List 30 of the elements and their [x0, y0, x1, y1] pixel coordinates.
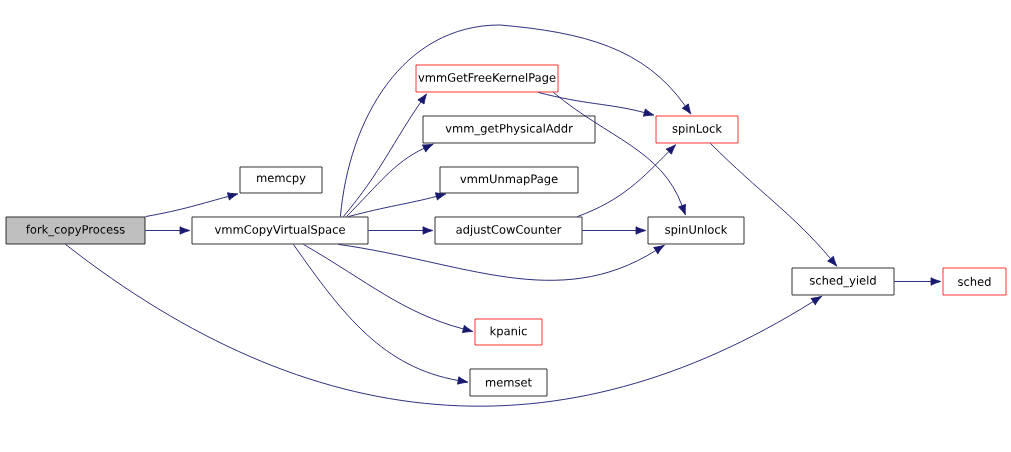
arrow	[581, 226, 647, 235]
arrow	[342, 93, 427, 218]
function-box: vmmUnmapPage	[439, 166, 579, 194]
function-box: spinUnlock	[647, 216, 745, 245]
arrow	[537, 91, 655, 117]
arrow	[347, 192, 447, 218]
function-box: vmmGetFreeKernelPage	[415, 64, 559, 93]
function-box: spinLock	[655, 115, 739, 144]
arrow	[144, 192, 239, 218]
arrow	[367, 226, 434, 235]
arrow	[292, 243, 469, 385]
function-box: vmm_getPhysicalAddr	[422, 115, 596, 144]
arrow	[345, 143, 434, 218]
function-box: sched_yield	[791, 267, 895, 296]
arrow	[144, 226, 191, 235]
function-box: fork_copyProcess	[5, 216, 146, 245]
arrow	[65, 243, 822, 407]
arrow	[576, 144, 677, 218]
function-box: adjustCowCounter	[434, 216, 583, 245]
arrow	[552, 91, 686, 216]
function-box: sched	[942, 267, 1007, 296]
arrow	[339, 24, 692, 218]
arrow	[893, 277, 942, 286]
arrow	[302, 243, 474, 334]
function-box: memcpy	[239, 166, 323, 194]
arrow	[709, 142, 838, 267]
function-box: vmmCopyVirtualSpace	[191, 216, 369, 245]
function-box: kpanic	[474, 318, 543, 346]
function-box: memset	[469, 368, 548, 397]
arrow	[337, 243, 665, 281]
